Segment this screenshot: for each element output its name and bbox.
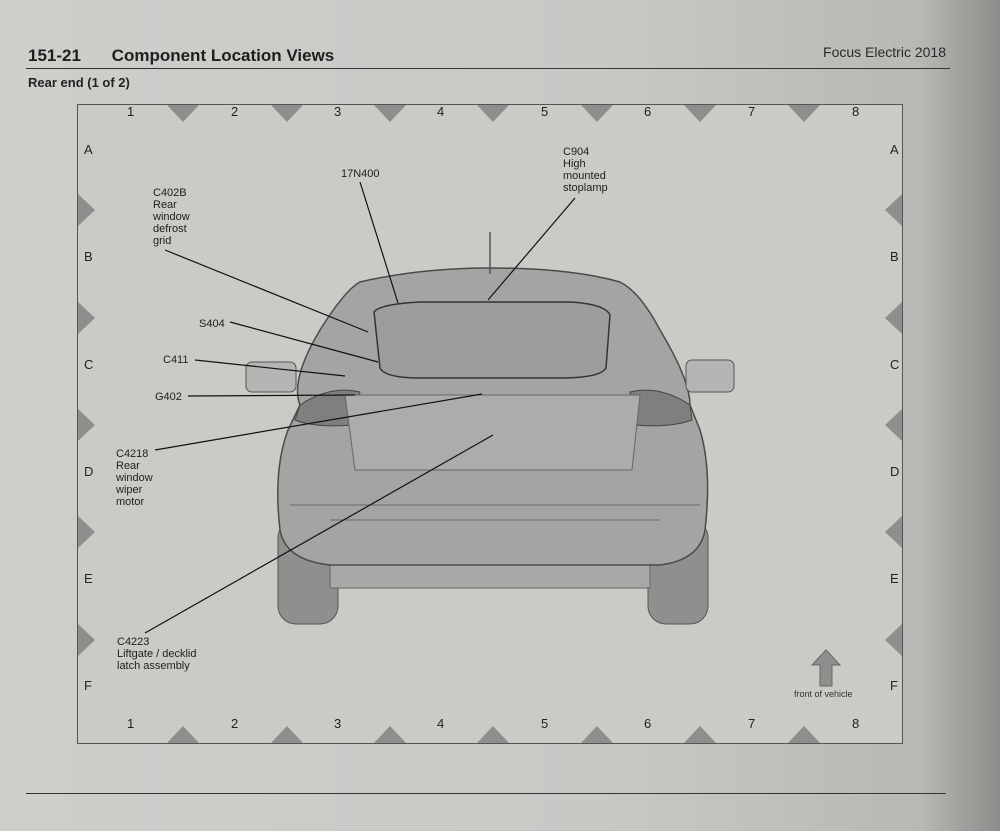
callout-c4218: C4218 Rear window wiper motor <box>116 448 153 508</box>
leader-17N400 <box>359 181 399 304</box>
grid-marker-triangle <box>885 194 902 226</box>
grid-column-label: 4 <box>437 104 445 119</box>
grid-column-label: 1 <box>127 104 135 119</box>
grid-marker-triangle <box>788 726 820 743</box>
page-title: Component Location Views <box>111 46 335 65</box>
grid-row-label: D <box>890 464 900 479</box>
grid-marker-triangle <box>885 516 902 548</box>
right-mirror <box>685 359 735 393</box>
grid-marker-triangle <box>271 105 303 122</box>
grid-column-label: 3 <box>334 104 342 119</box>
grid-column-label: 1 <box>127 716 135 731</box>
grid-marker-triangle <box>684 105 716 122</box>
callout-c411: C411 <box>163 354 189 366</box>
grid-row-label: C <box>890 357 900 372</box>
grid-column-label: 8 <box>852 716 860 731</box>
grid-marker-triangle <box>78 516 95 548</box>
grid-triangles <box>78 105 902 743</box>
grid-marker-triangle <box>477 726 509 743</box>
front-arrow-icon <box>810 649 842 687</box>
leader-C411 <box>194 359 346 377</box>
grid-row-label: A <box>890 142 899 157</box>
grid-column-label: 5 <box>541 716 549 731</box>
grid-row-label: B <box>890 249 899 264</box>
liftgate-panel <box>344 394 641 471</box>
front-of-vehicle-label: front of vehicle <box>794 689 853 699</box>
footer-rule <box>26 793 946 794</box>
grid-row-label: F <box>84 678 92 693</box>
grid-row-label: E <box>890 571 899 586</box>
leader-G402 <box>187 394 356 397</box>
grid-row-label: D <box>84 464 94 479</box>
vehicle-name: Focus Electric 2018 <box>823 44 946 60</box>
callout-c904: C904 High mounted stoplamp <box>563 146 608 194</box>
grid-marker-triangle <box>374 105 406 122</box>
leader-C4218 <box>154 393 483 451</box>
grid-column-label: 5 <box>541 104 549 119</box>
grid-row-label: B <box>84 249 93 264</box>
header-rule <box>26 68 950 69</box>
grid-column-label: 6 <box>644 716 652 731</box>
grid-column-label: 2 <box>231 716 239 731</box>
leader-C4223 <box>144 434 494 634</box>
grid-marker-triangle <box>581 105 613 122</box>
grid-marker-triangle <box>78 624 95 656</box>
grid-marker-triangle <box>78 302 95 334</box>
grid-marker-triangle <box>885 409 902 441</box>
rear-window <box>373 301 611 379</box>
car-illustration <box>245 232 735 625</box>
callout-g402: G402 <box>155 391 182 403</box>
grid-row-label: F <box>890 678 898 693</box>
grid-column-label: 2 <box>231 104 239 119</box>
grid-marker-triangle <box>885 624 902 656</box>
grid-column-label: 7 <box>748 716 756 731</box>
grid-marker-triangle <box>271 726 303 743</box>
leader-C904 <box>487 197 576 301</box>
grid-marker-triangle <box>374 726 406 743</box>
grid-column-label: 3 <box>334 716 342 731</box>
grid-marker-triangle <box>78 194 95 226</box>
grid-column-label: 7 <box>748 104 756 119</box>
grid-marker-triangle <box>684 726 716 743</box>
callout-c402b: C402B Rear window defrost grid <box>153 187 190 247</box>
section-subtitle: Rear end (1 of 2) <box>28 75 130 90</box>
grid-marker-triangle <box>885 302 902 334</box>
callout-17n400: 17N400 <box>341 168 380 180</box>
grid-marker-triangle <box>167 105 199 122</box>
grid-row-label: E <box>84 571 93 586</box>
grid-marker-triangle <box>167 726 199 743</box>
right-tail-lamp <box>629 389 693 427</box>
page-header: 151-21 Component Location Views <box>28 46 334 66</box>
grid-row-label: C <box>84 357 94 372</box>
callout-c4223: C4223 Liftgate / decklid latch assembly <box>117 636 197 672</box>
grid-column-label: 6 <box>644 104 652 119</box>
grid-marker-triangle <box>581 726 613 743</box>
callout-s404: S404 <box>199 318 225 330</box>
grid-marker-triangle <box>788 105 820 122</box>
leader-C402B <box>164 249 369 333</box>
page-number: 151-21 <box>28 46 81 65</box>
grid-row-label: A <box>84 142 93 157</box>
grid-column-label: 4 <box>437 716 445 731</box>
grid-marker-triangle <box>477 105 509 122</box>
leader-S404 <box>229 321 379 363</box>
grid-marker-triangle <box>78 409 95 441</box>
grid-column-label: 8 <box>852 104 860 119</box>
leader-lines <box>144 181 576 634</box>
